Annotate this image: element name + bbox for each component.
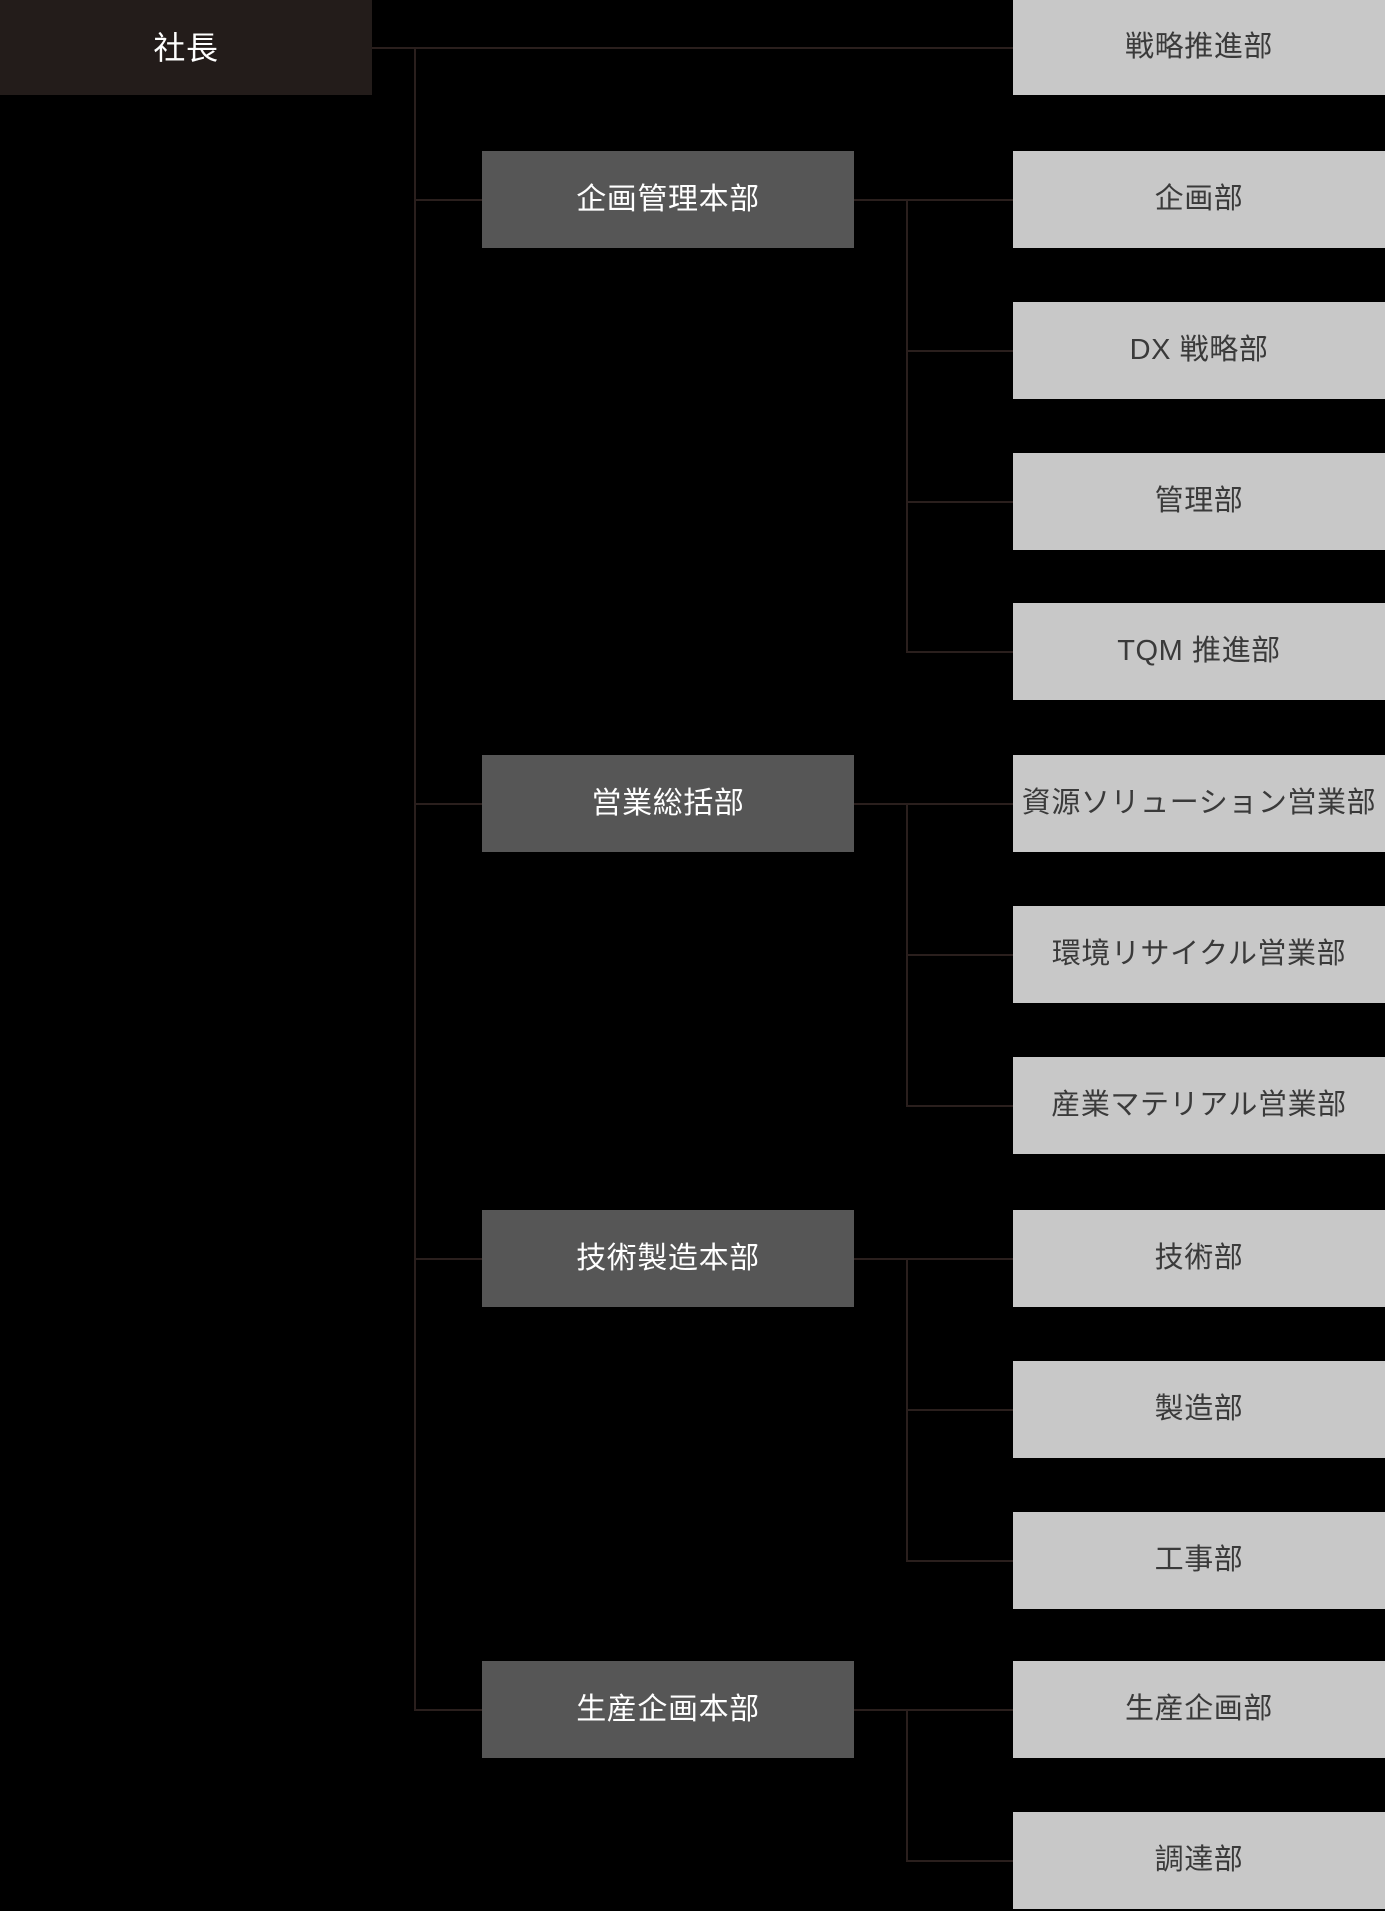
connector-division-4-to-dept-2 [906,1860,1014,1862]
node-label: DX 戦略部 [1129,334,1269,367]
node-label: 技術部 [1154,1242,1244,1275]
node-department-dx-strategy[interactable]: DX 戦略部 [1013,302,1385,399]
connector-division-2-to-dept-3 [906,1105,1014,1107]
node-department-construction[interactable]: 工事部 [1013,1512,1385,1609]
node-label: 企画管理本部 [576,182,760,216]
node-department-resource-solution-sales[interactable]: 資源ソリューション営業部 [1013,755,1385,852]
connector-division-2-to-dept-2 [906,954,1014,956]
connector-division-4-subtrunk [906,1709,908,1860]
node-department-planning[interactable]: 企画部 [1013,151,1385,248]
node-label: 戦略推進部 [1125,31,1273,64]
connector-division-1-to-dept-4 [906,651,1014,653]
node-label: 技術製造本部 [576,1241,760,1275]
connector-division-2-to-dept-1 [854,803,1014,805]
node-president[interactable]: 社長 [0,0,372,95]
connector-main-trunk [414,47,416,1711]
node-department-manufacturing[interactable]: 製造部 [1013,1361,1385,1458]
connector-division-3-to-dept-1 [854,1258,1014,1260]
node-department-environment-recycle-sales[interactable]: 環境リサイクル営業部 [1013,906,1385,1003]
connector-trunk-to-division-3 [414,1258,483,1260]
node-label: 工事部 [1154,1544,1244,1577]
node-division-sales-general[interactable]: 営業総括部 [482,755,854,852]
connector-division-1-to-dept-3 [906,501,1014,503]
connector-trunk-to-division-2 [414,803,483,805]
node-label: 生産企画部 [1125,1693,1273,1726]
connector-division-1-subtrunk [906,199,908,652]
connector-division-1-to-dept-2 [906,350,1014,352]
node-label: 調達部 [1154,1844,1244,1877]
connector-trunk-to-division-4 [414,1709,483,1711]
connector-trunk-to-division-1 [414,199,483,201]
node-department-engineering[interactable]: 技術部 [1013,1210,1385,1307]
connector-division-3-to-dept-2 [906,1409,1014,1411]
node-label: 製造部 [1154,1393,1244,1426]
node-division-production-planning[interactable]: 生産企画本部 [482,1661,854,1758]
node-department-strategy-promotion[interactable]: 戦略推進部 [1013,0,1385,95]
node-president-label: 社長 [153,29,219,66]
connector-division-4-to-dept-1 [854,1709,1014,1711]
node-label: 企画部 [1154,183,1244,216]
node-label: 管理部 [1154,485,1244,518]
connector-division-3-to-dept-3 [906,1560,1014,1562]
node-label: 環境リサイクル営業部 [1051,938,1347,971]
node-label: 生産企画本部 [576,1692,760,1726]
node-department-tqm-promotion[interactable]: TQM 推進部 [1013,603,1385,700]
connector-division-1-to-dept-1 [854,199,1014,201]
node-label: 営業総括部 [591,786,745,820]
node-division-planning-management[interactable]: 企画管理本部 [482,151,854,248]
node-division-technology-manufacturing[interactable]: 技術製造本部 [482,1210,854,1307]
node-department-procurement[interactable]: 調達部 [1013,1812,1385,1909]
node-department-administration[interactable]: 管理部 [1013,453,1385,550]
connector-root-to-strategy [372,47,1013,49]
node-label: TQM 推進部 [1117,635,1281,668]
node-department-production-planning[interactable]: 生産企画部 [1013,1661,1385,1758]
node-department-industrial-material-sales[interactable]: 産業マテリアル営業部 [1013,1057,1385,1154]
node-label: 資源ソリューション営業部 [1021,787,1377,820]
node-label: 産業マテリアル営業部 [1051,1089,1347,1122]
